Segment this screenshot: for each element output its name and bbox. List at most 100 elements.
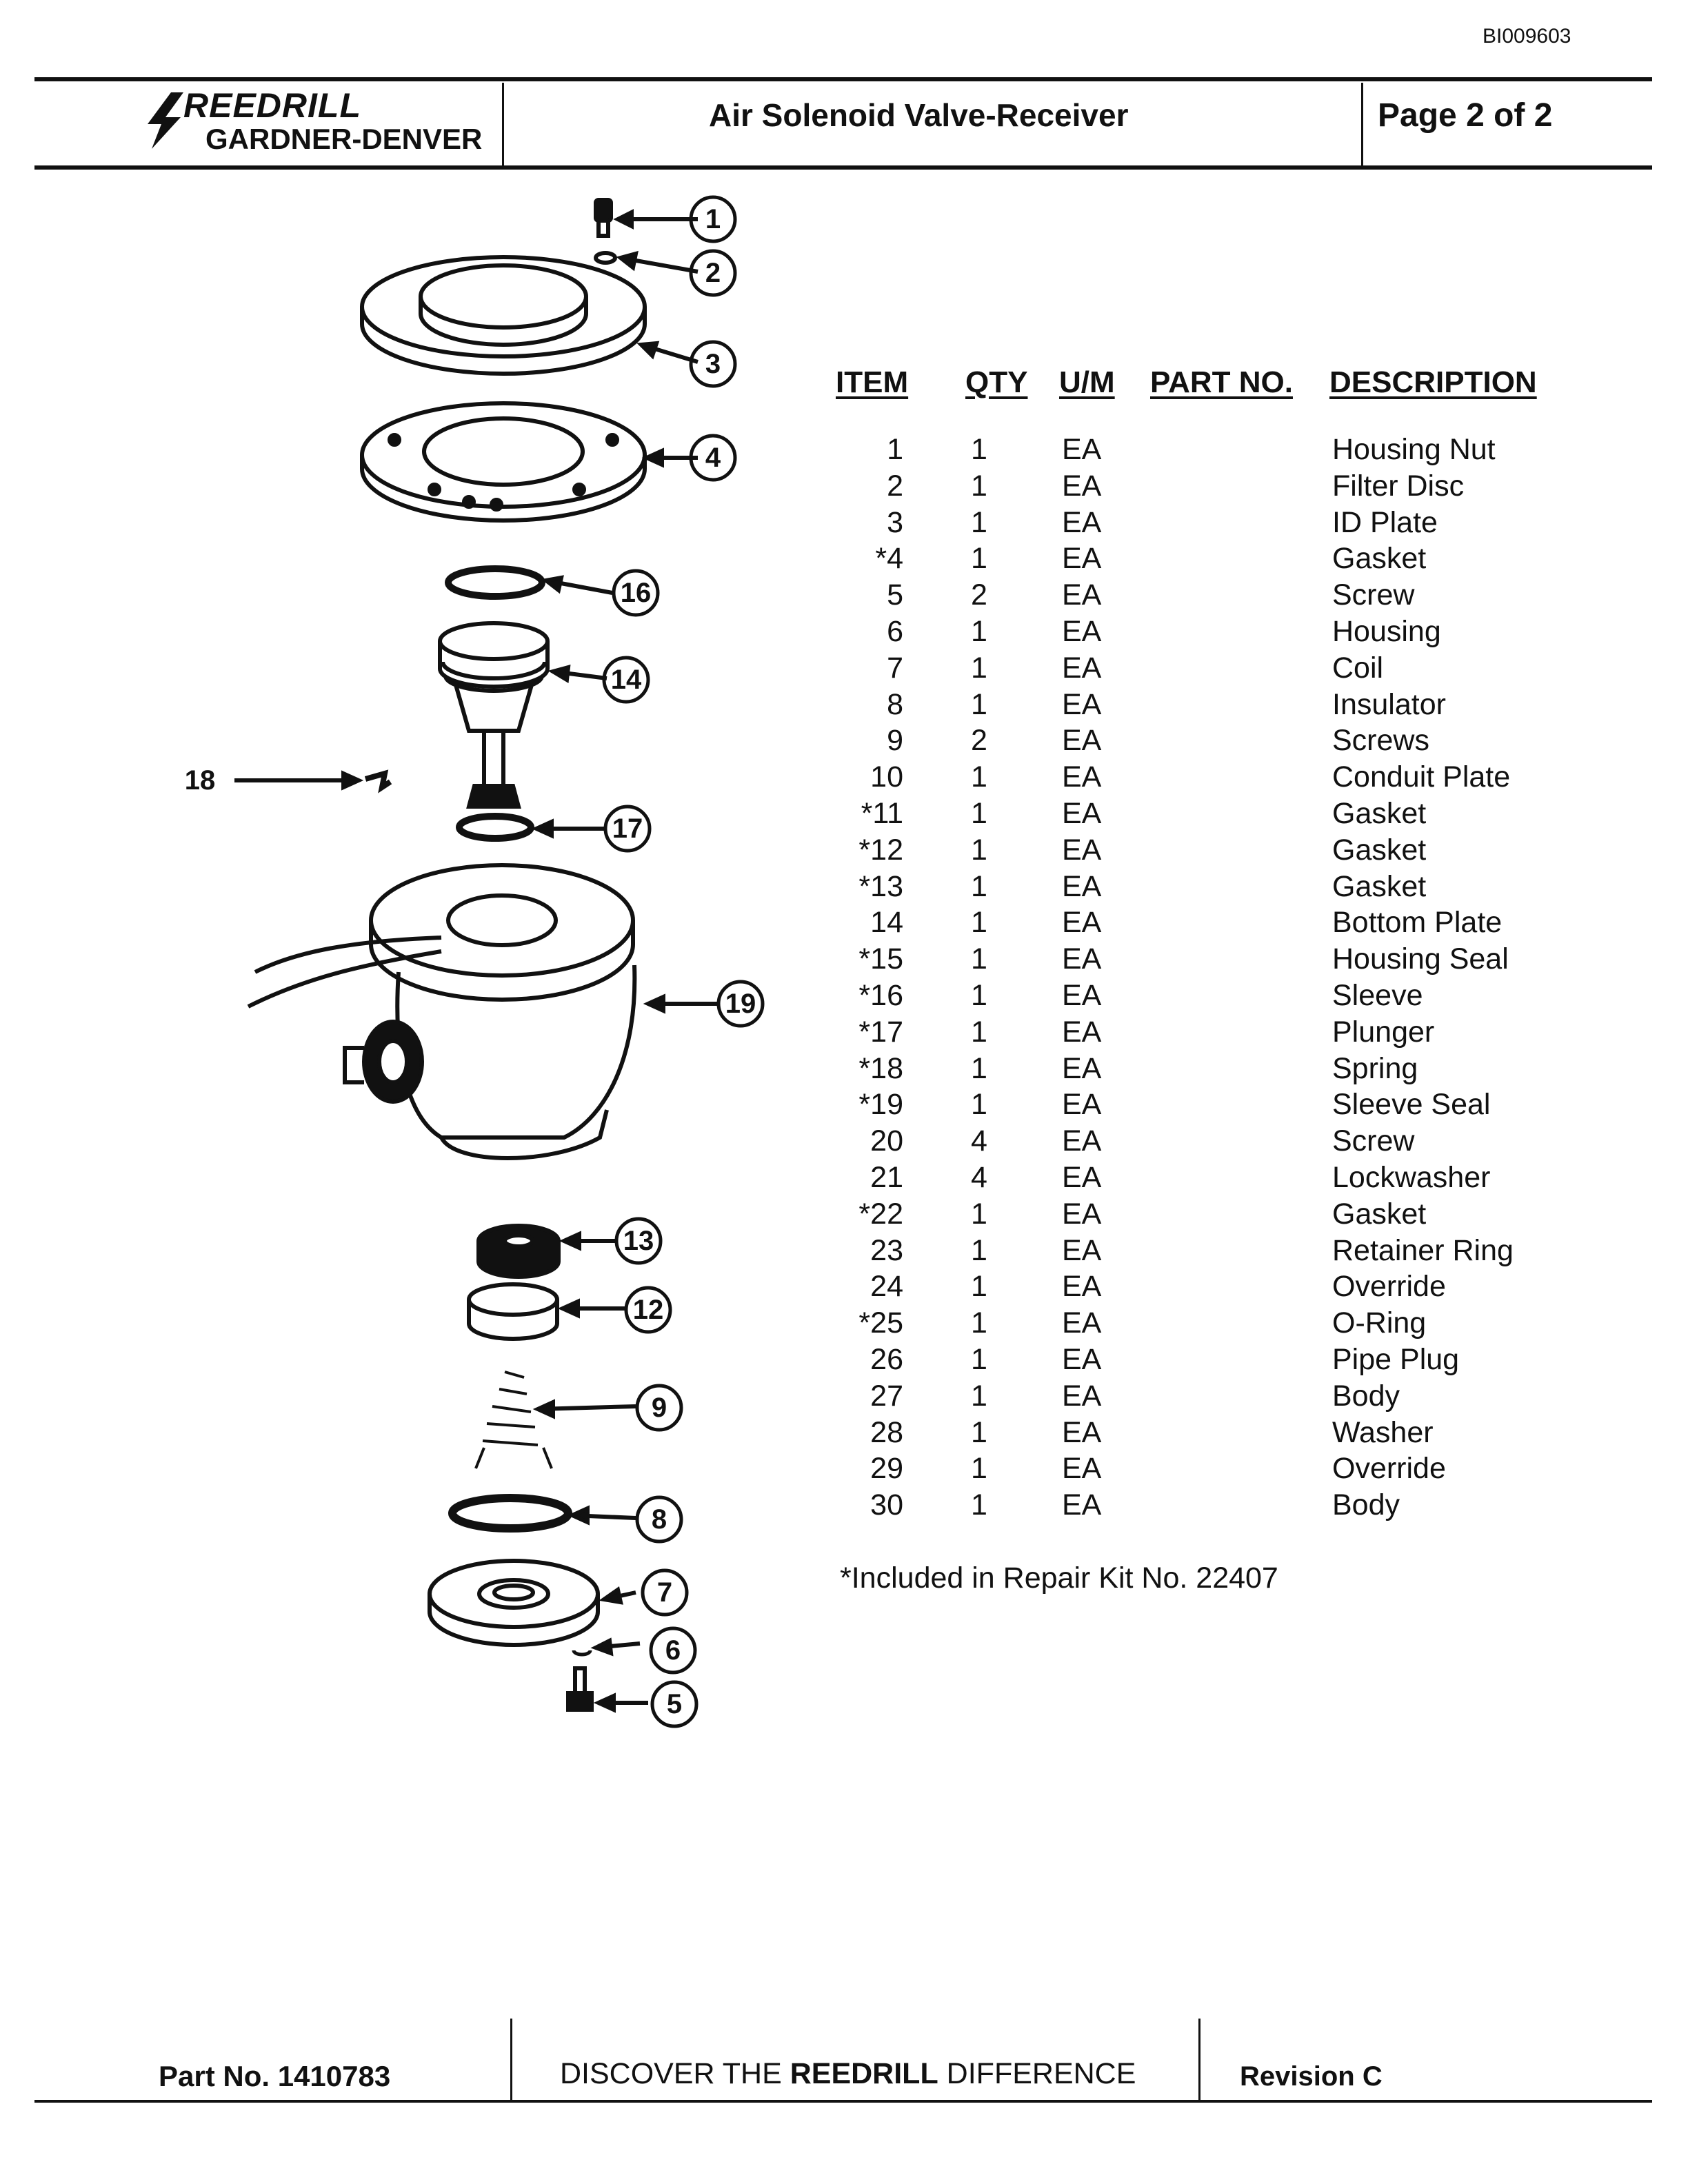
- callout-number: 2: [705, 258, 721, 288]
- callout-number: 5: [666, 1689, 683, 1719]
- qty-cell: 1: [971, 1233, 987, 1267]
- footer-rule: [34, 2100, 1652, 2103]
- item-cell: 30: [870, 1488, 903, 1522]
- description-cell: Sleeve: [1332, 979, 1423, 1012]
- um-cell: EA: [1062, 578, 1102, 612]
- header-divider-right: [1361, 83, 1363, 167]
- item-cell: 29: [870, 1452, 903, 1486]
- um-cell: EA: [1062, 687, 1102, 721]
- um-cell: EA: [1062, 1051, 1102, 1085]
- um-cell: EA: [1062, 505, 1102, 539]
- part-ring-16: [445, 565, 545, 600]
- description-cell: Override: [1332, 1452, 1446, 1486]
- um-cell: EA: [1062, 1015, 1102, 1049]
- callout-7: [599, 1568, 689, 1617]
- qty-cell: 1: [971, 433, 987, 466]
- um-cell: EA: [1062, 1452, 1102, 1486]
- item-cell: *13: [858, 869, 903, 903]
- description-cell: Coil: [1332, 651, 1384, 685]
- qty-cell: 2: [971, 578, 987, 612]
- callout-number: 6: [665, 1635, 681, 1666]
- callout-number: 18: [184, 765, 216, 796]
- callout-9: [532, 1384, 683, 1432]
- callout-8: [567, 1495, 683, 1544]
- callout-18: [234, 770, 364, 791]
- item-cell: 8: [887, 687, 903, 721]
- qty-cell: 1: [971, 505, 987, 539]
- callout-2: [616, 249, 737, 297]
- reedrill-logo-icon: [148, 92, 183, 149]
- description-cell: Screws: [1332, 724, 1429, 758]
- qty-cell: 1: [971, 1488, 987, 1522]
- callout-number: 8: [651, 1504, 667, 1535]
- item-cell: 24: [870, 1270, 903, 1304]
- qty-cell: 1: [971, 1343, 987, 1376]
- footer-divider-right: [1198, 2019, 1200, 2101]
- qty-cell: 1: [971, 1379, 987, 1413]
- description-cell: Gasket: [1332, 797, 1427, 830]
- item-cell: 1: [887, 433, 903, 466]
- callout-number: 13: [623, 1226, 654, 1256]
- description-cell: Screw: [1332, 578, 1415, 612]
- item-cell: 27: [870, 1379, 903, 1413]
- description-cell: Screw: [1332, 1124, 1415, 1158]
- um-cell: EA: [1062, 1379, 1102, 1413]
- qty-cell: 1: [971, 942, 987, 976]
- item-cell: *11: [861, 797, 903, 830]
- item-cell: 3: [887, 505, 903, 539]
- um-cell: EA: [1062, 1088, 1102, 1122]
- description-cell: Housing Nut: [1332, 433, 1496, 466]
- um-cell: EA: [1062, 906, 1102, 940]
- description-cell: Gasket: [1332, 833, 1427, 867]
- part-housing-nut: [594, 198, 613, 238]
- item-cell: *19: [858, 1088, 903, 1122]
- item-cell: *12: [858, 833, 903, 867]
- item-cell: 10: [870, 760, 903, 794]
- item-cell: 5: [887, 578, 903, 612]
- qty-cell: 1: [971, 906, 987, 940]
- callout-4: [641, 434, 737, 482]
- um-cell: EA: [1062, 979, 1102, 1012]
- part-spring-18: [364, 769, 392, 793]
- um-cell: EA: [1062, 651, 1102, 685]
- qty-cell: 1: [971, 469, 987, 503]
- table-row: 5 2 EA Screw: [0, 578, 1688, 615]
- footer-slogan: DISCOVER THE REEDRILL DIFFERENCE: [560, 2057, 1136, 2091]
- footer-part-number: Part No. 1410783: [159, 2060, 391, 2092]
- qty-cell: 1: [971, 615, 987, 648]
- um-cell: EA: [1062, 760, 1102, 794]
- qty-cell: 1: [971, 797, 987, 830]
- qty-cell: 1: [971, 542, 987, 576]
- part-id-plate: [360, 255, 647, 376]
- footer-divider-left: [510, 2019, 512, 2101]
- col-header-item: ITEM: [836, 365, 909, 399]
- col-header-part-no: PART NO.: [1150, 365, 1293, 399]
- part-gasket: [360, 401, 647, 523]
- description-cell: Insulator: [1332, 687, 1446, 721]
- description-cell: Plunger: [1332, 1015, 1435, 1049]
- part-plunger-assembly: [438, 621, 550, 809]
- slogan-prefix: DISCOVER THE: [560, 2057, 782, 2090]
- um-cell: EA: [1062, 1415, 1102, 1449]
- item-cell: *4: [875, 542, 903, 576]
- qty-cell: 1: [971, 1415, 987, 1449]
- um-cell: EA: [1062, 1488, 1102, 1522]
- description-cell: ID Plate: [1332, 505, 1438, 539]
- item-cell: *16: [858, 979, 903, 1012]
- description-cell: Housing Seal: [1332, 942, 1509, 976]
